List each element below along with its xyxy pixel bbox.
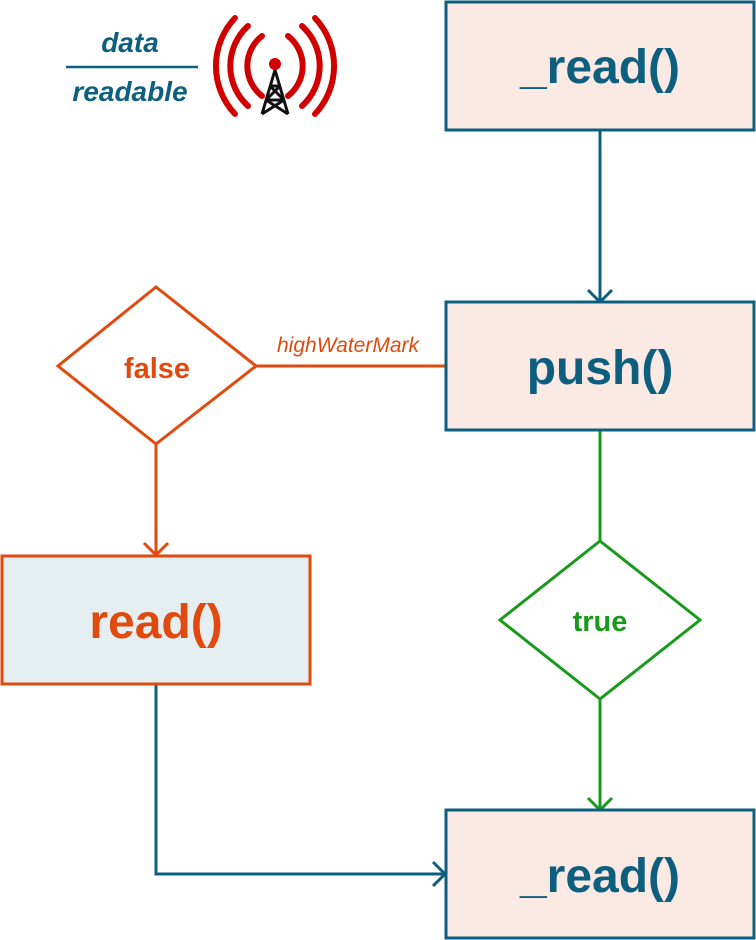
node-read-bottom-label: _read() <box>519 850 680 903</box>
radio-tower-icon <box>212 15 338 117</box>
node-push-label: push() <box>527 342 674 395</box>
node-push: push() <box>444 300 756 432</box>
edge-label-high-water-mark: highWaterMark <box>277 334 420 357</box>
node-read-top-label: _read() <box>519 41 680 94</box>
edge-read-to-read-bottom <box>154 685 445 876</box>
node-false-decision-label: false <box>124 353 190 385</box>
node-read-label: read() <box>89 596 222 649</box>
node-true-decision-label: true <box>573 606 628 638</box>
legend-denominator: readable <box>72 76 187 107</box>
node-true-decision: true <box>497 539 703 701</box>
node-false-decision: false <box>55 285 259 446</box>
legend: data readable <box>66 27 198 107</box>
node-read-bottom: _read() <box>444 808 756 940</box>
edges <box>142 130 614 888</box>
node-read-top: _read() <box>444 0 756 132</box>
legend-numerator: data <box>101 27 159 58</box>
node-read: read() <box>0 554 312 686</box>
